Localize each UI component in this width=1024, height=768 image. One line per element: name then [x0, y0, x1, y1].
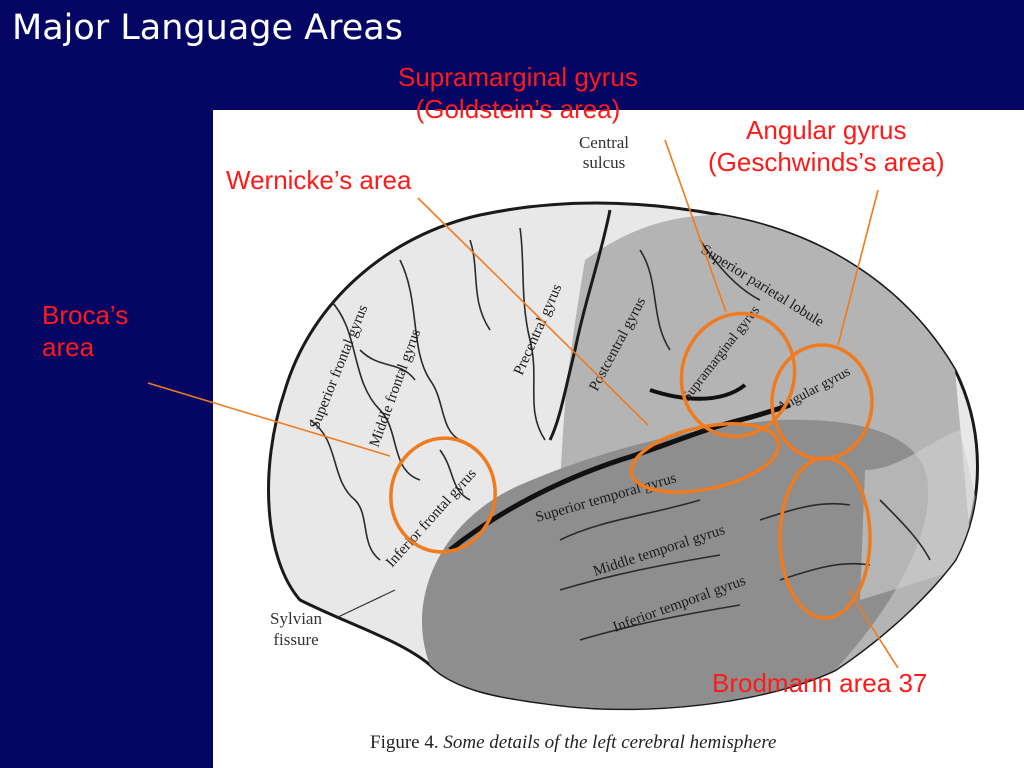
figure-caption-text: Some details of the left cerebral hemisp… [443, 732, 777, 753]
supramarginal-callout-line1: Supramarginal gyrus [398, 62, 638, 92]
central-sulcus-line [548, 209, 612, 441]
broca-callout: Broca’s area [42, 300, 128, 363]
supramarginal-callout: Supramarginal gyrus (Goldstein’s area) [398, 62, 638, 125]
broca-callout-line1: Broca’s [42, 300, 129, 330]
wernicke-callout: Wernicke’s area [226, 165, 412, 195]
broca-callout-line2: area [42, 331, 95, 362]
figure-caption-prefix: Figure 4. [370, 732, 439, 753]
angular-callout-line1: Angular gyrus [746, 115, 907, 145]
brodmann-callout: Brodmann area 37 [712, 668, 928, 698]
sylvian-fissure-label-line1: Sylvian [270, 609, 322, 628]
central-sulcus-label-line1: Central [579, 133, 629, 152]
sylvian-fissure-label-line2: fissure [273, 630, 318, 649]
sylvian-fissure-line [448, 402, 791, 552]
brodmann-highlight-ellipse [778, 456, 872, 620]
angular-callout-line2: (Geschwinds’s area) [708, 146, 945, 177]
angular-callout: Angular gyrus (Geschwinds’s area) [708, 115, 945, 178]
slide-title: Major Language Areas [12, 8, 403, 48]
figure-caption: Figure 4. Some details of the left cereb… [370, 732, 776, 754]
supramarginal-callout-line2: (Goldstein’s area) [415, 93, 621, 124]
wernicke-highlight-ellipse [629, 422, 781, 494]
supramarginal-highlight-ellipse [679, 311, 797, 439]
broca-highlight-ellipse [389, 436, 497, 554]
central-sulcus-label-line2: sulcus [583, 153, 626, 172]
